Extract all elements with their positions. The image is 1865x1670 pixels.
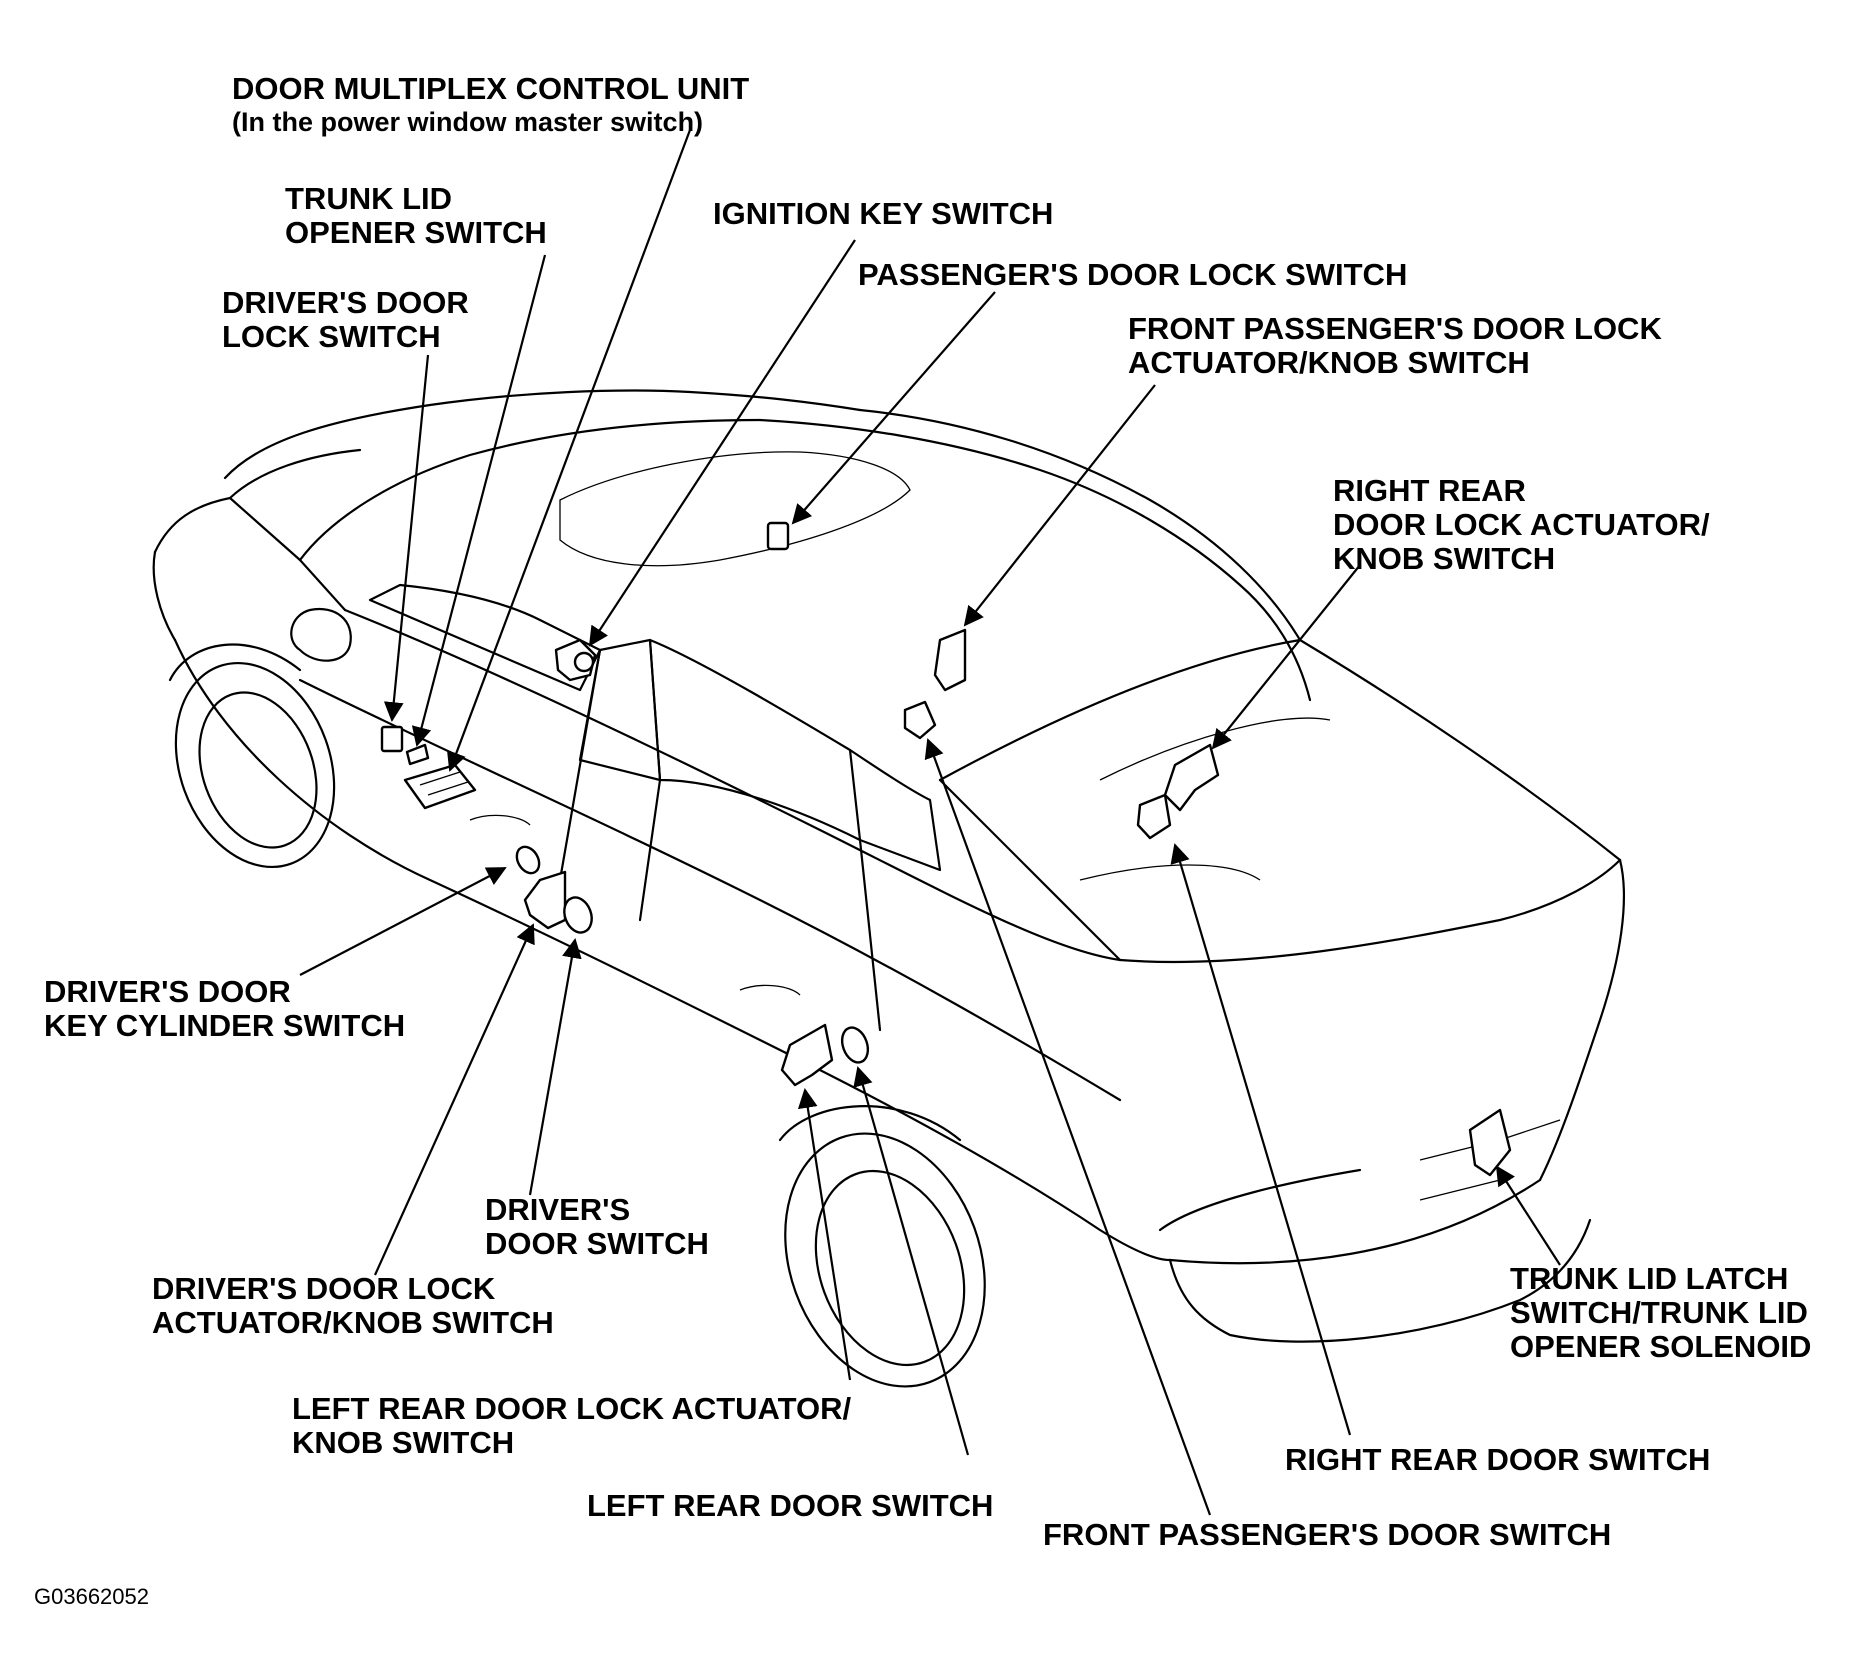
- label-line: DRIVER'S DOOR: [222, 285, 469, 320]
- label-line: FRONT PASSENGER'S DOOR SWITCH: [1043, 1517, 1612, 1552]
- label-line: DOOR SWITCH: [485, 1226, 709, 1261]
- label-front-passenger-lock-actuator: FRONT PASSENGER'S DOOR LOCK ACTUATOR/KNO…: [1128, 312, 1662, 380]
- label-line: ACTUATOR/KNOB SWITCH: [1128, 345, 1530, 380]
- label-line: RIGHT REAR DOOR SWITCH: [1285, 1442, 1711, 1477]
- left-rear-lock-actuator-part: [780, 1023, 834, 1087]
- drivers-lock-actuator-part: [523, 870, 567, 930]
- front-passenger-door-switch-part: [903, 700, 937, 740]
- label-front-passenger-door-switch: FRONT PASSENGER'S DOOR SWITCH: [1043, 1518, 1611, 1552]
- label-line: RIGHT REAR: [1333, 473, 1526, 508]
- label-trunk-lid-opener-switch: TRUNK LID OPENER SWITCH: [285, 182, 547, 250]
- label-line: (In the power window master switch): [232, 107, 704, 137]
- label-line: KNOB SWITCH: [292, 1425, 515, 1460]
- label-right-rear-door-switch: RIGHT REAR DOOR SWITCH: [1285, 1443, 1710, 1477]
- label-drivers-lock-actuator: DRIVER'S DOOR LOCK ACTUATOR/KNOB SWITCH: [152, 1272, 554, 1340]
- trunk-lid-opener-switch-part: [405, 743, 430, 766]
- label-right-rear-lock-actuator: RIGHT REAR DOOR LOCK ACTUATOR/ KNOB SWIT…: [1333, 474, 1710, 576]
- label-line: DOOR LOCK ACTUATOR/: [1333, 507, 1710, 542]
- label-line: DRIVER'S DOOR LOCK: [152, 1271, 496, 1306]
- label-line: OPENER SOLENOID: [1510, 1329, 1812, 1364]
- label-line: IGNITION KEY SWITCH: [713, 196, 1054, 231]
- label-line: LEFT REAR DOOR LOCK ACTUATOR/: [292, 1391, 852, 1426]
- label-left-rear-lock-actuator: LEFT REAR DOOR LOCK ACTUATOR/ KNOB SWITC…: [292, 1392, 851, 1460]
- label-line: PASSENGER'S DOOR LOCK SWITCH: [858, 257, 1408, 292]
- label-line: FRONT PASSENGER'S DOOR LOCK: [1128, 311, 1662, 346]
- drivers-key-cylinder-part: [515, 845, 541, 875]
- label-line: DRIVER'S: [485, 1192, 631, 1227]
- label-line: ACTUATOR/KNOB SWITCH: [152, 1305, 554, 1340]
- label-door-multiplex-control-unit: DOOR MULTIPLEX CONTROL UNIT (In the powe…: [232, 72, 749, 138]
- label-trunk-lid-latch: TRUNK LID LATCH SWITCH/TRUNK LID OPENER …: [1510, 1262, 1811, 1364]
- door-multiplex-control-unit-part: [403, 763, 477, 810]
- front-passenger-lock-actuator-part: [933, 628, 967, 692]
- label-passengers-door-lock-switch: PASSENGER'S DOOR LOCK SWITCH: [858, 258, 1407, 292]
- label-drivers-door-switch: DRIVER'S DOOR SWITCH: [485, 1193, 709, 1261]
- drivers-door-lock-switch-part: [380, 725, 404, 753]
- label-left-rear-door-switch: LEFT REAR DOOR SWITCH: [587, 1489, 993, 1523]
- passengers-door-lock-switch-part: [766, 521, 790, 551]
- label-line: KEY CYLINDER SWITCH: [44, 1008, 406, 1043]
- label-line: KNOB SWITCH: [1333, 541, 1556, 576]
- drivers-door-switch-part: [563, 896, 593, 934]
- right-rear-lock-actuator-part: [1163, 743, 1220, 812]
- left-rear-door-switch-part: [840, 1026, 870, 1064]
- label-line: DRIVER'S DOOR: [44, 974, 291, 1009]
- label-line: OPENER SWITCH: [285, 215, 547, 250]
- label-line: TRUNK LID: [285, 181, 453, 216]
- trunk-latch-part: [1468, 1108, 1512, 1177]
- figure-code: G03662052: [34, 1584, 149, 1609]
- leader-lines: [299, 129, 1561, 1516]
- label-line: SWITCH/TRUNK LID: [1510, 1295, 1808, 1330]
- label-line: DOOR MULTIPLEX CONTROL UNIT: [232, 71, 750, 106]
- components: [380, 521, 1512, 1177]
- label-line: TRUNK LID LATCH: [1510, 1261, 1789, 1296]
- label-drivers-door-lock-switch: DRIVER'S DOOR LOCK SWITCH: [222, 286, 469, 354]
- label-line: LOCK SWITCH: [222, 319, 441, 354]
- right-rear-door-switch-part: [1136, 793, 1172, 840]
- label-ignition-key-switch: IGNITION KEY SWITCH: [713, 197, 1053, 231]
- label-line: LEFT REAR DOOR SWITCH: [587, 1488, 994, 1523]
- label-drivers-key-cylinder-switch: DRIVER'S DOOR KEY CYLINDER SWITCH: [44, 975, 405, 1043]
